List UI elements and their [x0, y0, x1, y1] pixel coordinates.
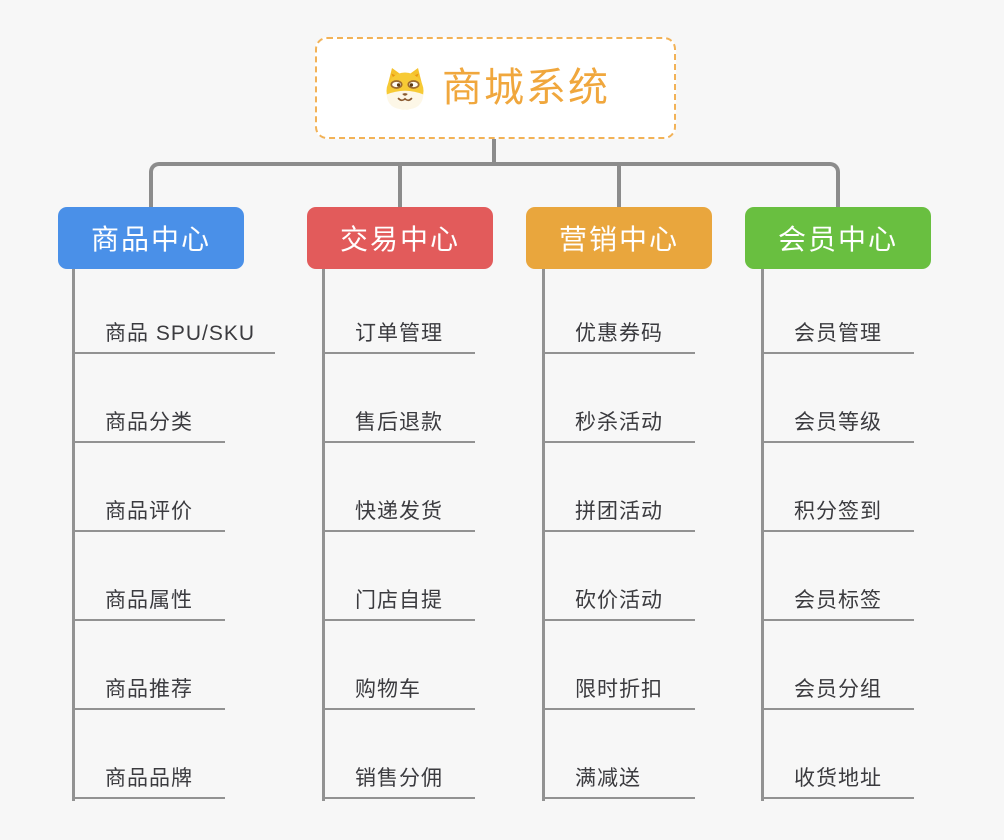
mindmap-item[interactable]: 会员管理: [761, 318, 914, 354]
mindmap-item[interactable]: 优惠券码: [542, 318, 695, 354]
connector-bus: [149, 162, 840, 208]
mindmap-item[interactable]: 商品评价: [72, 496, 225, 532]
mindmap-item[interactable]: 满减送: [542, 763, 695, 799]
mindmap-item[interactable]: 会员等级: [761, 407, 914, 443]
mindmap-item[interactable]: 快递发货: [322, 496, 475, 532]
mindmap-item[interactable]: 会员标签: [761, 585, 914, 621]
mindmap-item[interactable]: 门店自提: [322, 585, 475, 621]
shiba-dog-icon: [381, 66, 429, 111]
branch-header-product-center[interactable]: 商品中心: [58, 207, 244, 269]
mindmap-item[interactable]: 秒杀活动: [542, 407, 695, 443]
connector-branch3-stub: [617, 165, 621, 208]
connector-root-stub: [492, 138, 496, 165]
root-title: 商城系统: [442, 66, 610, 110]
mindmap-item[interactable]: 拼团活动: [542, 496, 695, 532]
branch-header-trade-center[interactable]: 交易中心: [307, 207, 493, 269]
connector-branch2-stub: [398, 165, 402, 208]
mindmap-item[interactable]: 订单管理: [322, 318, 475, 354]
mindmap-item[interactable]: 收货地址: [761, 763, 914, 799]
mindmap-item[interactable]: 会员分组: [761, 674, 914, 710]
mindmap-item[interactable]: 砍价活动: [542, 585, 695, 621]
mindmap-item[interactable]: 商品属性: [72, 585, 225, 621]
connector-column-2: [322, 269, 325, 801]
mindmap-item[interactable]: 销售分佣: [322, 763, 475, 799]
mindmap-item[interactable]: 售后退款: [322, 407, 475, 443]
connector-column-3: [542, 269, 545, 801]
mindmap-item[interactable]: 商品分类: [72, 407, 225, 443]
mindmap-item[interactable]: 商品 SPU/SKU: [72, 318, 276, 354]
connector-column-4: [761, 269, 764, 801]
root-node[interactable]: 商城系统: [315, 37, 676, 139]
mindmap-item[interactable]: 限时折扣: [542, 674, 695, 710]
mindmap-item[interactable]: 商品品牌: [72, 763, 225, 799]
mindmap-item[interactable]: 商品推荐: [72, 674, 225, 710]
branch-header-member-center[interactable]: 会员中心: [745, 207, 931, 269]
connector-column-1: [72, 269, 75, 801]
branch-header-marketing-center[interactable]: 营销中心: [526, 207, 712, 269]
mindmap-item[interactable]: 积分签到: [761, 496, 914, 532]
mindmap-item[interactable]: 购物车: [322, 674, 475, 710]
